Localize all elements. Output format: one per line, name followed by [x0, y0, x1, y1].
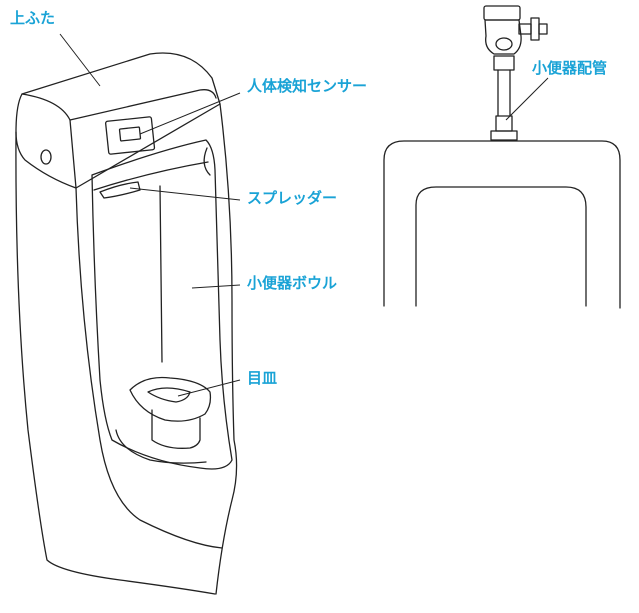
piped-urinal [383, 5, 621, 309]
bowl-outline [91, 139, 233, 470]
pipe-flange [490, 130, 518, 141]
body-outline [15, 131, 216, 595]
leader-tray [177, 379, 241, 397]
leader-lines [59, 33, 549, 397]
spreader [99, 181, 141, 199]
label-tray: 目皿 [247, 369, 278, 387]
side-button [40, 149, 52, 165]
label-pipe: 小便器配管 [532, 59, 608, 77]
lid-outline [15, 52, 221, 189]
leader-lid [59, 33, 101, 87]
drain-tray [129, 376, 212, 422]
urinal-unit [15, 52, 238, 595]
leader-pipe [505, 77, 549, 121]
flush-valve [484, 19, 522, 55]
label-bowl: 小便器ボウル [247, 274, 338, 292]
label-sensor: 人体検知センサー [247, 77, 368, 95]
leader-bowl [191, 284, 241, 289]
label-lid: 上ふた [10, 9, 56, 27]
leader-spreader [129, 187, 241, 201]
leader-sensor [139, 92, 241, 135]
urinal-outline [383, 140, 621, 309]
label-spreader: スプレッダー [247, 189, 338, 207]
sensor-window [105, 116, 156, 155]
